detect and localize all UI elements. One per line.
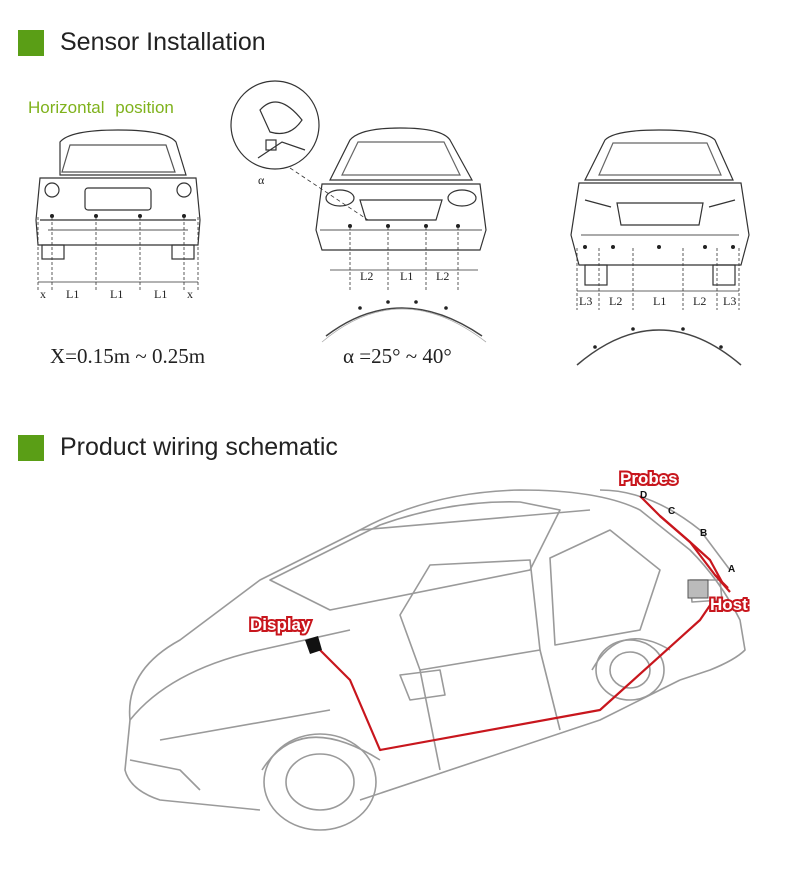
formula-alpha-range: α =25° ~ 40°: [343, 344, 452, 368]
callout-display: Display: [250, 615, 311, 634]
dim-label-x-left: x: [40, 287, 46, 301]
probe-label-b: B: [700, 528, 707, 539]
dim-label-l2-left-suv: L2: [609, 294, 622, 308]
green-square-icon: [18, 434, 44, 461]
dim-label-x-right: x: [187, 287, 193, 301]
dim-label-l1-a: L1: [66, 287, 79, 301]
dim-label-l3-left: L3: [579, 294, 592, 308]
probe-label-a: A: [728, 564, 735, 575]
front-car-diagram: α L2 L1 L2: [230, 80, 487, 343]
dim-label-l2-right-suv: L2: [693, 294, 706, 308]
dim-label-l1-c: L1: [154, 287, 167, 301]
section-title-sensor-installation: Sensor Installation: [60, 28, 266, 56]
rear-car-diagram: x L1 L1 L1 x: [35, 129, 201, 301]
callout-probes: Probes: [620, 470, 678, 488]
dim-label-l1-b: L1: [110, 287, 123, 301]
wiring-schematic-header: Product wiring schematic: [18, 433, 338, 462]
dim-label-l3-right: L3: [723, 294, 736, 308]
dim-label-l1-suv: L1: [653, 294, 666, 308]
horizontal-position-label: Horizontal position: [28, 98, 174, 117]
wiring-car-diagram: Probes Display Host D C B A: [124, 470, 750, 831]
green-square-icon: [18, 29, 44, 56]
sensor-installation-header: Sensor Installation: [18, 28, 266, 57]
section-title-wiring-schematic: Product wiring schematic: [60, 433, 338, 461]
probe-label-c: C: [668, 506, 675, 517]
dim-label-l2-right: L2: [436, 269, 449, 283]
probe-label-d: D: [640, 490, 647, 501]
display-unit-icon: [305, 636, 322, 654]
callout-host: Host: [710, 595, 748, 614]
dim-label-l1-middle: L1: [400, 269, 413, 283]
formula-x-range: X=0.15m ~ 0.25m: [50, 344, 206, 368]
dim-label-l2-left: L2: [360, 269, 373, 283]
alpha-label: α: [258, 173, 265, 187]
suv-front-diagram: L3 L2 L1 L2 L3: [570, 129, 750, 366]
